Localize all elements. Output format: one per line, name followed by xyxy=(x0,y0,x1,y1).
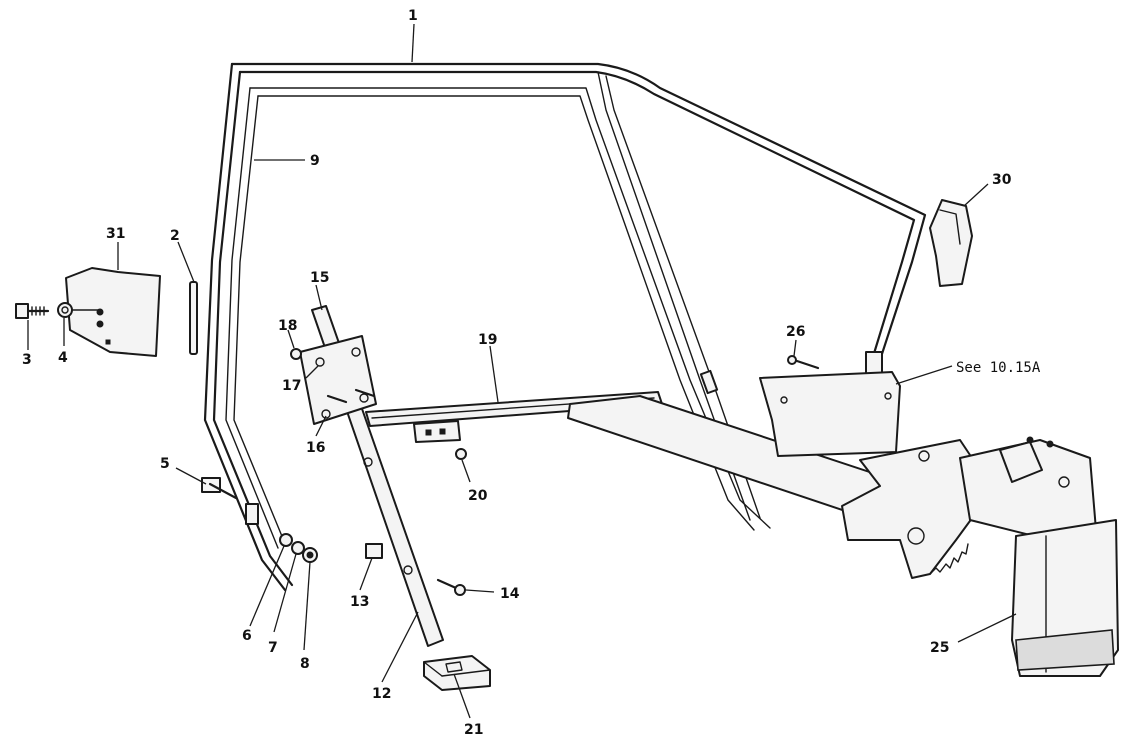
callout-7: 7 xyxy=(268,640,278,656)
callout-30: 30 xyxy=(992,172,1012,188)
corner-trim xyxy=(929,199,973,287)
callout-15: 15 xyxy=(310,270,329,286)
callout-18: 18 xyxy=(278,318,297,334)
callout-4: 4 xyxy=(58,350,68,366)
panel-hole xyxy=(96,320,104,328)
callout-labels: 1 2 3 4 5 6 7 8 9 12 13 14 15 16 17 18 1… xyxy=(22,8,1041,738)
callout-26: 26 xyxy=(786,324,805,340)
callout-25: 25 xyxy=(930,640,949,656)
reference-note: See 10.15A xyxy=(956,360,1041,376)
callout-2: 2 xyxy=(170,228,180,244)
callout-13: 13 xyxy=(350,594,369,610)
callout-8: 8 xyxy=(300,656,310,672)
rubber-block xyxy=(423,655,491,691)
callout-5: 5 xyxy=(160,456,170,472)
screw xyxy=(436,578,466,596)
channel-nut xyxy=(455,448,467,460)
bolt xyxy=(15,303,50,319)
callout-6: 6 xyxy=(242,628,252,644)
mounting-plate xyxy=(299,335,377,425)
washer-7 xyxy=(291,541,305,555)
window-motor xyxy=(959,436,1119,677)
washer xyxy=(57,302,73,318)
mounting-screw xyxy=(792,358,820,370)
window-frame xyxy=(203,62,927,592)
leader-lines xyxy=(27,23,1017,719)
callout-20: 20 xyxy=(468,488,488,504)
clip xyxy=(365,543,383,559)
callout-31: 31 xyxy=(106,226,125,242)
callout-12: 12 xyxy=(372,686,391,702)
nut xyxy=(290,348,302,360)
callout-17: 17 xyxy=(282,378,301,394)
callout-14: 14 xyxy=(500,586,520,602)
callout-9: 9 xyxy=(310,153,320,169)
panel-hole xyxy=(96,308,104,316)
spacer xyxy=(279,533,293,547)
callout-16: 16 xyxy=(306,440,325,456)
inner-panel xyxy=(65,267,161,357)
trim-strip xyxy=(189,281,198,355)
callout-21: 21 xyxy=(464,722,483,738)
callout-3: 3 xyxy=(22,352,32,368)
callout-19: 19 xyxy=(478,332,497,348)
panel-hole xyxy=(105,339,111,345)
motor-bracket-plate xyxy=(759,371,901,457)
callout-1: 1 xyxy=(408,8,418,24)
